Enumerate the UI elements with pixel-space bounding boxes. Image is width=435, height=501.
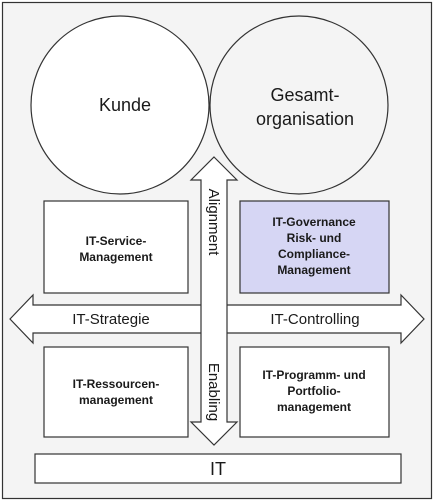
vertical-double-arrow <box>189 156 239 446</box>
label-kunde: Kunde <box>99 95 151 115</box>
circle-kunde <box>30 15 210 195</box>
box-it-ressourcen <box>43 346 189 438</box>
box-it-programm-line1: IT-Programm- und <box>262 368 365 382</box>
box-it-governance-line1: IT-Governance <box>272 215 356 229</box>
label-gesamt: Gesamt- <box>270 85 339 105</box>
box-it-programm-line3: management <box>277 400 351 414</box>
footer-it-bar <box>34 453 402 484</box>
box-it-ressourcen-line1: IT-Ressourcen- <box>73 377 160 391</box>
box-it-governance-line4: Management <box>277 263 350 277</box>
box-it-governance-line2: Risk- und <box>287 231 342 245</box>
circle-gesamtorganisation <box>209 15 389 195</box>
label-enabling: Enabling <box>205 363 222 421</box>
box-it-governance <box>239 200 390 294</box>
box-it-service-line2: Management <box>79 250 152 264</box>
box-it-governance-line3: Compliance- <box>278 247 350 261</box>
box-it-programm-line2: Portfolio- <box>287 384 340 398</box>
box-it-service-management <box>43 200 189 294</box>
label-alignment: Alignment <box>205 189 222 257</box>
footer-it-label: IT <box>210 459 226 479</box>
box-it-programm <box>239 346 390 438</box>
label-it-controlling: IT-Controlling <box>270 311 359 328</box>
label-it-strategie: IT-Strategie <box>72 311 150 328</box>
box-it-ressourcen-line2: management <box>79 393 153 407</box>
box-it-service-line1: IT-Service- <box>86 234 147 248</box>
label-organisation: organisation <box>256 109 354 129</box>
